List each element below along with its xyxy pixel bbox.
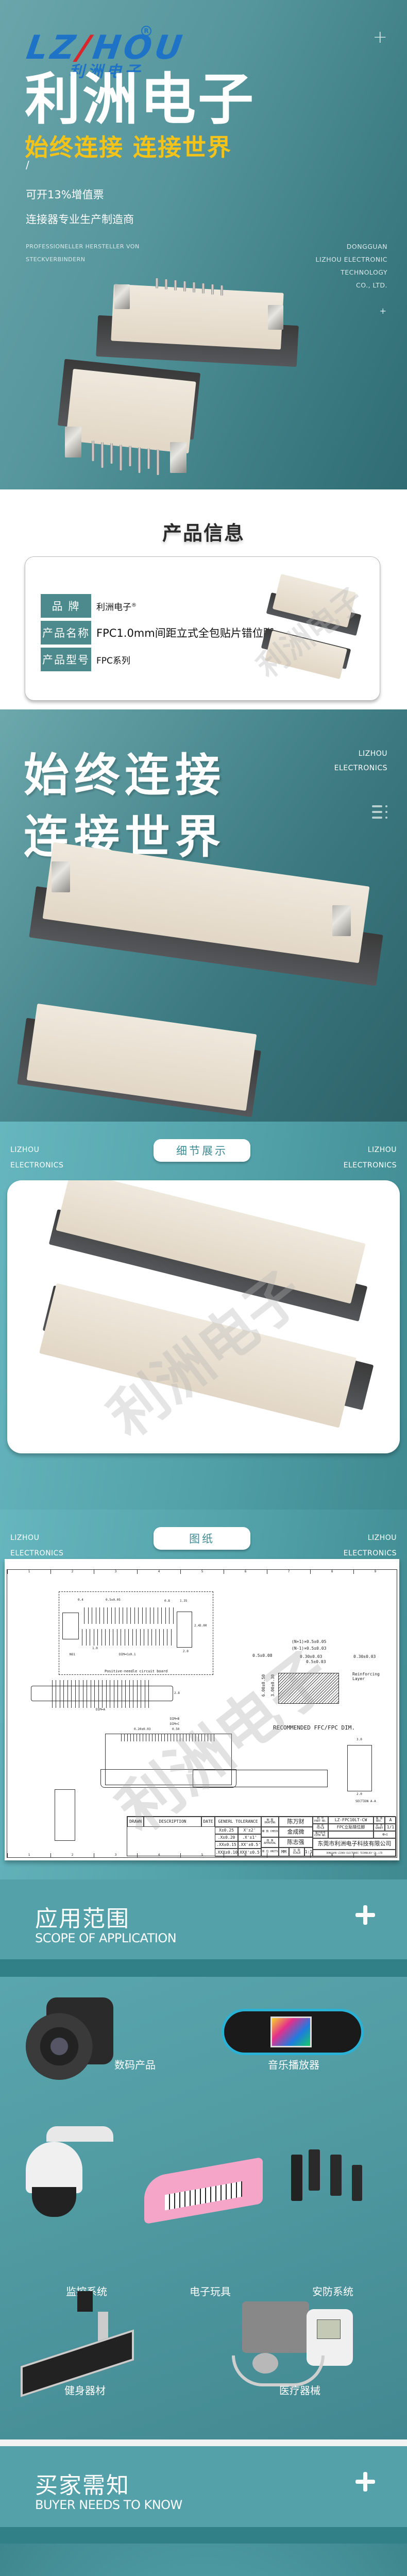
divider-band: [0, 1959, 407, 1977]
product-thumbnail: [261, 573, 365, 681]
info-row-model: 产品型号 FPC系列: [41, 648, 130, 671]
product-info-section: 产品信息 品 牌 利洲电子® 产品名称 FPC1.0mm间距立式全包贴片错位脚 …: [0, 489, 407, 709]
plus-small-icon: +: [379, 306, 386, 316]
product-info-card: 品 牌 利洲电子® 产品名称 FPC1.0mm间距立式全包贴片错位脚 产品型号 …: [25, 556, 380, 701]
buyer-notices: 订货需知 1.考虑到人工及发货效率.故单个型号规格的产品需购买1元起,不满不发货…: [0, 2544, 407, 2576]
hero-title: 利洲电子: [25, 67, 256, 132]
walkie-talkie-icon: [291, 2134, 384, 2211]
brand-english-right: LIZHOU ELECTRONICS: [343, 1534, 397, 1557]
buyer-header: 买家需知 BUYER NEEDS TO KNOW: [0, 2446, 407, 2527]
expand-plus-icon[interactable]: [355, 1905, 375, 1925]
brand-english-left: LIZHOU ELECTRONICS: [10, 1146, 64, 1170]
section-title: 应用范围: [35, 1906, 130, 1932]
german-tagline: PROFESSIONELLER HERSTELLER VON STECKVERB…: [26, 243, 140, 263]
brand-english-right: LIZHOU ELECTRONICS: [343, 1146, 397, 1170]
treadmill-icon: [21, 2291, 139, 2397]
top-view: [31, 1680, 173, 1708]
section-pill-title: 图纸: [154, 1527, 250, 1550]
info-row-brand: 品 牌 利洲电子®: [41, 594, 137, 618]
front-view: [100, 1734, 236, 1788]
pcb-footprint-view: 0.4 0.5±0.05 0.8 1.35 1.0 2.4 3.00 2.0 N…: [59, 1591, 213, 1675]
app-label: 电子玩具: [190, 2285, 231, 2298]
connector-detail-image: [28, 1180, 388, 1448]
app-label: 健身器材: [64, 2384, 106, 2397]
section-title: 产品信息: [162, 522, 245, 545]
section-subtitle: BUYER NEEDS TO KNOW: [35, 2498, 182, 2512]
company-name-english: DONGGUAN LIZHOU ELECTRONIC TECHNOLOGY CO…: [315, 243, 387, 289]
info-value: FPC系列: [96, 655, 130, 666]
brand-english-left: LIZHOU ELECTRONICS: [10, 1534, 64, 1557]
detail-section: LIZHOU ELECTRONICS 细节展示 LIZHOU ELECTRONI…: [0, 1122, 407, 1510]
drawing-section: LIZHOU ELECTRONICS 图纸 LIZHOU ELECTRONICS…: [0, 1510, 407, 1879]
manufacturer-tagline: 连接器专业生产制造商: [26, 213, 134, 226]
hero-divider: /: [26, 159, 29, 171]
info-label: 产品型号: [41, 648, 91, 671]
brand-logo: LZ/HOU R 利洲电子: [24, 14, 188, 87]
section-view: [347, 1745, 372, 1791]
connector-large-image: [17, 842, 392, 1122]
menu-icon: [372, 804, 387, 820]
ffc-hatch: [278, 1673, 339, 1704]
app-label: 安防系统: [312, 2285, 353, 2298]
info-label: 品 牌: [41, 594, 91, 618]
toy-keyboard-icon: [144, 2152, 263, 2229]
info-value: 利洲电子®: [96, 602, 137, 613]
side-view: [55, 1789, 75, 1841]
blood-pressure-monitor-icon: [227, 2299, 355, 2386]
info-label: 产品名称: [41, 621, 91, 645]
hero-banner: LZ/HOU R 利洲电子 + 利洲电子 始终连接 连接世界 / 可开13%增值…: [0, 0, 407, 489]
surveillance-camera-icon: [26, 2126, 118, 2219]
section-subtitle: SCOPE OF APPLICATION: [35, 1931, 177, 1945]
detail-image-card: 利洲电子: [7, 1180, 400, 1453]
slogan-banner: 始终连接 连接世界 LIZHOU ELECTRONICS: [0, 709, 407, 1122]
camera-icon: [26, 1992, 134, 2080]
section-pill-title: 细节展示: [154, 1139, 250, 1162]
title-block: DRAWN DESCRIPTION DATE GENERL TOLERANCE …: [127, 1816, 396, 1857]
app-label: 音乐播放器: [268, 2059, 319, 2071]
music-player-icon: [222, 2009, 364, 2055]
divider-band: [0, 2527, 407, 2544]
logo-chinese-name: 利洲电子: [69, 63, 143, 81]
section-title: 买家需知: [35, 2472, 130, 2499]
bottom-front-view: [193, 1770, 328, 1787]
app-label: 医疗器械: [279, 2384, 320, 2397]
expand-plus-icon[interactable]: [355, 2472, 375, 2492]
plus-icon: +: [372, 27, 388, 47]
scope-header: 应用范围 SCOPE OF APPLICATION: [0, 1879, 407, 1959]
applications-grid: 数码产品 音乐播放器 监控系统 电子玩具 安防系统: [0, 1977, 407, 2439]
connector-product-image: [93, 273, 304, 367]
connector-product-image-2: [57, 359, 205, 484]
info-row-product-name: 产品名称 FPC1.0mm间距立式全包贴片错位脚: [41, 621, 274, 645]
section-gap: [0, 2439, 407, 2446]
info-value: FPC1.0mm间距立式全包贴片错位脚: [96, 627, 274, 639]
hero-slogan: 始终连接 连接世界: [25, 133, 232, 161]
registered-mark-icon: R: [141, 26, 151, 36]
brand-english: LIZHOU ELECTRONICS: [334, 750, 387, 772]
app-label: 数码产品: [114, 2059, 156, 2071]
vat-invoice-note: 可开13%增值票: [26, 189, 104, 201]
